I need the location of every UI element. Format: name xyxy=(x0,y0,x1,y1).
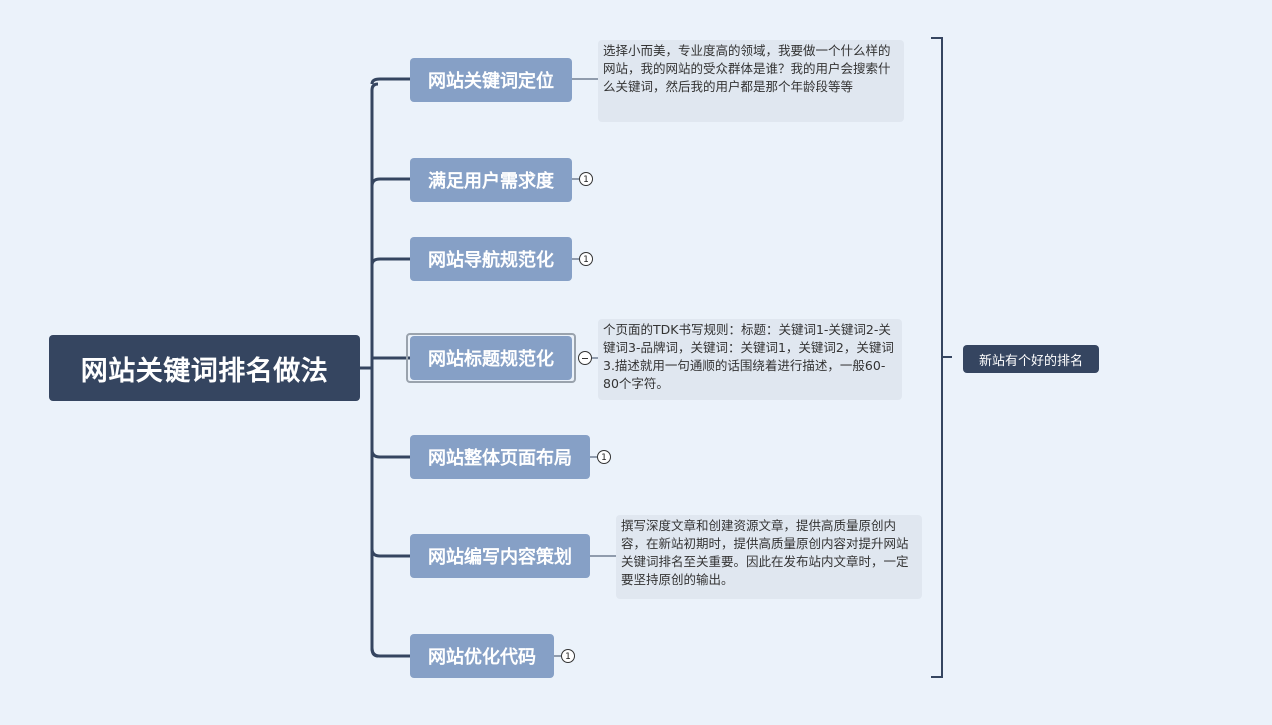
collapse-toggle-title-standard[interactable] xyxy=(578,351,592,365)
note-keyword-positioning[interactable]: 选择小而美，专业度高的领域，我要做一个什么样的网站，我的网站的受众群体是谁？我的… xyxy=(598,40,904,122)
expand-toggle-code-optimization[interactable]: 1 xyxy=(561,649,575,663)
topic-user-needs[interactable]: 满足用户需求度 xyxy=(410,158,572,202)
expand-toggle-page-layout[interactable]: 1 xyxy=(597,450,611,464)
selection-frame xyxy=(406,333,576,383)
expand-toggle-user-needs[interactable]: 1 xyxy=(579,172,593,186)
summary-topic[interactable]: 新站有个好的排名 xyxy=(963,345,1099,373)
expand-toggle-navigation[interactable]: 1 xyxy=(579,252,593,266)
topic-code-optimization[interactable]: 网站优化代码 xyxy=(410,634,554,678)
root-topic[interactable]: 网站关键词排名做法 xyxy=(49,335,360,401)
note-title-standard[interactable]: 个页面的TDK书写规则：标题：关键词1-关键词2-关键词3-品牌词，关键词：关键… xyxy=(598,319,902,400)
topic-keyword-positioning[interactable]: 网站关键词定位 xyxy=(410,58,572,102)
note-content-planning[interactable]: 撰写深度文章和创建资源文章，提供高质量原创内容，在新站初期时，提供高质量原创内容… xyxy=(616,515,922,599)
topic-content-planning[interactable]: 网站编写内容策划 xyxy=(410,534,590,578)
topic-page-layout[interactable]: 网站整体页面布局 xyxy=(410,435,590,479)
topic-navigation[interactable]: 网站导航规范化 xyxy=(410,237,572,281)
topic-title-standard[interactable]: 网站标题规范化 xyxy=(410,336,572,380)
